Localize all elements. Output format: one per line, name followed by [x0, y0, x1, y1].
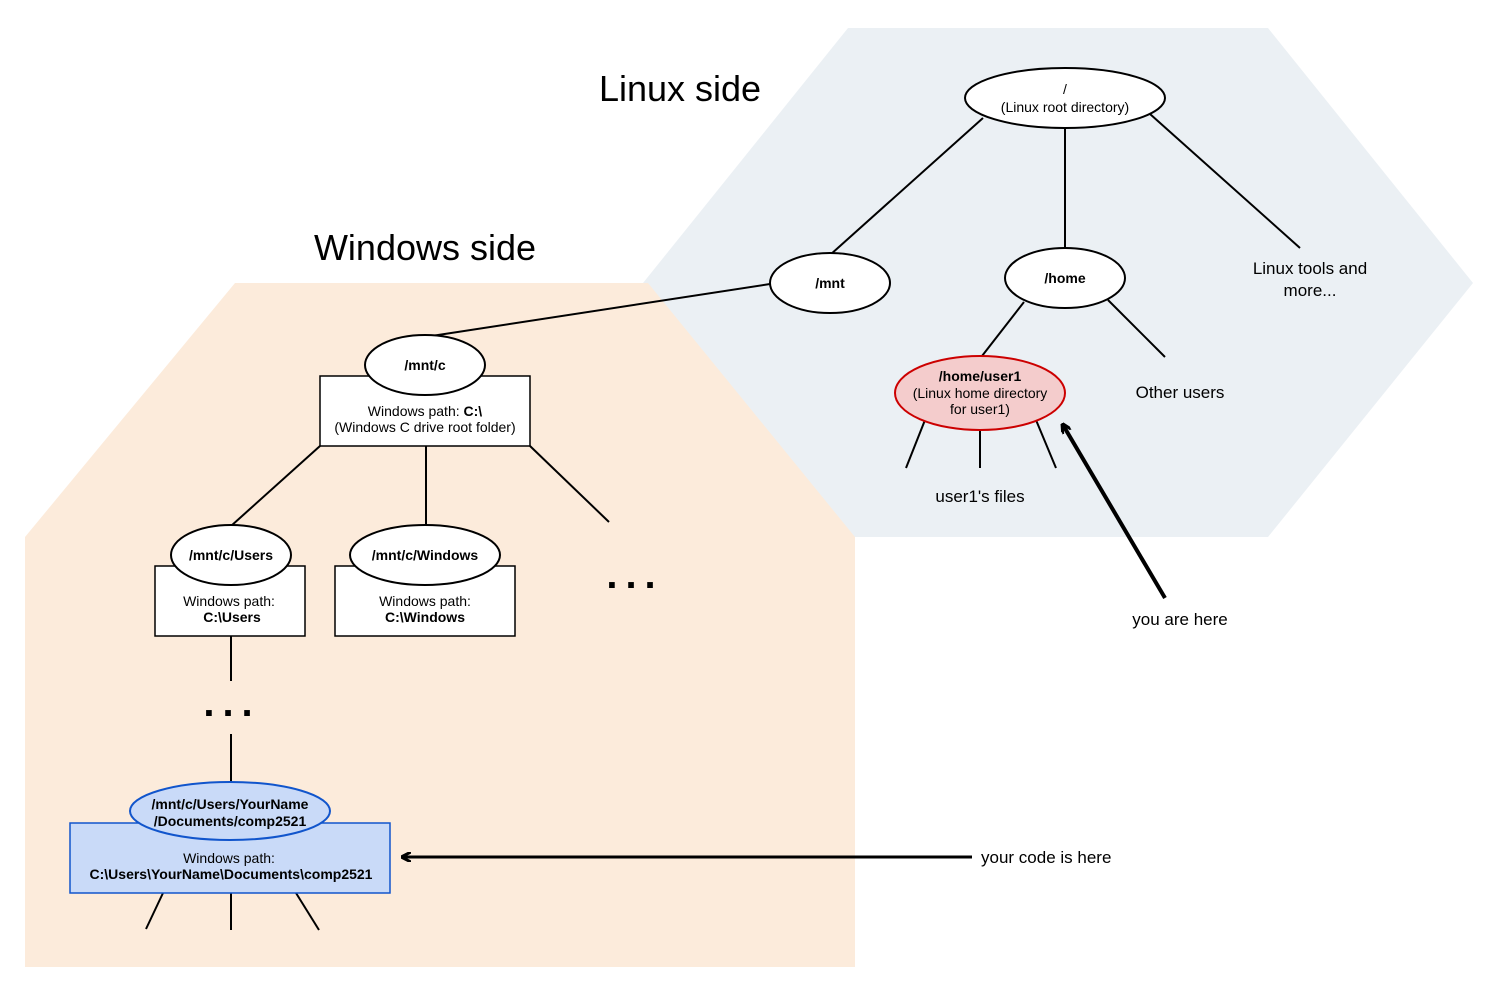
node-comp2521-name1: /mnt/c/Users/YourName	[152, 796, 309, 812]
node-mnt-name: /mnt	[815, 275, 845, 291]
node-users-box-label: Windows path:	[183, 593, 275, 609]
node-users-name: /mnt/c/Users	[189, 547, 273, 563]
linux-tools-label-line1: Linux tools and	[1253, 259, 1367, 278]
node-mnt-c-path-prefix: Windows path:	[368, 403, 464, 419]
node-mnt-c: /mnt/c Windows path: C:\ (Windows C driv…	[319, 334, 531, 447]
tree-connectors	[145, 113, 1301, 931]
node-user1-name: /home/user1	[939, 368, 1022, 384]
node-comp2521-name2: /Documents/comp2521	[154, 813, 307, 829]
node-windows-box-path: C:\Windows	[385, 609, 465, 625]
node-windows-name: /mnt/c/Windows	[372, 547, 479, 563]
ellipsis-users-path: ...	[203, 681, 260, 725]
node-mnt-c-path-value: C:\	[464, 403, 483, 419]
linux-tools-label-line2: more...	[1284, 281, 1337, 300]
node-comp2521-box-label: Windows path:	[183, 850, 275, 866]
node-windows-box-label: Windows path:	[379, 593, 471, 609]
node-users: /mnt/c/Users Windows path: C:\Users	[154, 524, 306, 637]
node-user1-desc1: (Linux home directory	[913, 385, 1048, 401]
ellipsis-mnt-c-children: ...	[606, 553, 663, 597]
node-mnt-c-desc: (Windows C drive root folder)	[334, 419, 515, 435]
user1-files-label: user1's files	[935, 487, 1024, 506]
your-code-is-here-label: your code is here	[981, 848, 1111, 867]
node-user1-desc2: for user1)	[950, 401, 1010, 417]
you-are-here-arrow	[1063, 425, 1167, 600]
other-users-label: Other users	[1136, 383, 1225, 402]
node-windows: /mnt/c/Windows Windows path: C:\Windows	[334, 524, 516, 637]
linux-side-title: Linux side	[599, 68, 761, 109]
node-user1-home: /home/user1 (Linux home directory for us…	[894, 355, 1066, 431]
windows-side-title: Windows side	[314, 227, 536, 268]
node-comp2521-box-path: C:\Users\YourName\Documents\comp2521	[90, 866, 373, 882]
node-home-name: /home	[1044, 270, 1085, 286]
you-are-here-label: you are here	[1132, 610, 1227, 629]
node-mnt-c-name: /mnt/c	[404, 357, 445, 373]
node-root-name: /	[1063, 81, 1067, 97]
node-root-desc: (Linux root directory)	[1001, 99, 1129, 115]
node-mnt: /mnt	[769, 252, 891, 314]
node-users-box-path: C:\Users	[203, 609, 261, 625]
node-root: / (Linux root directory)	[964, 67, 1166, 129]
node-comp2521: /mnt/c/Users/YourName /Documents/comp252…	[69, 781, 391, 894]
node-home: /home	[1004, 247, 1126, 309]
node-mnt-c-path: Windows path: C:\	[368, 403, 482, 419]
